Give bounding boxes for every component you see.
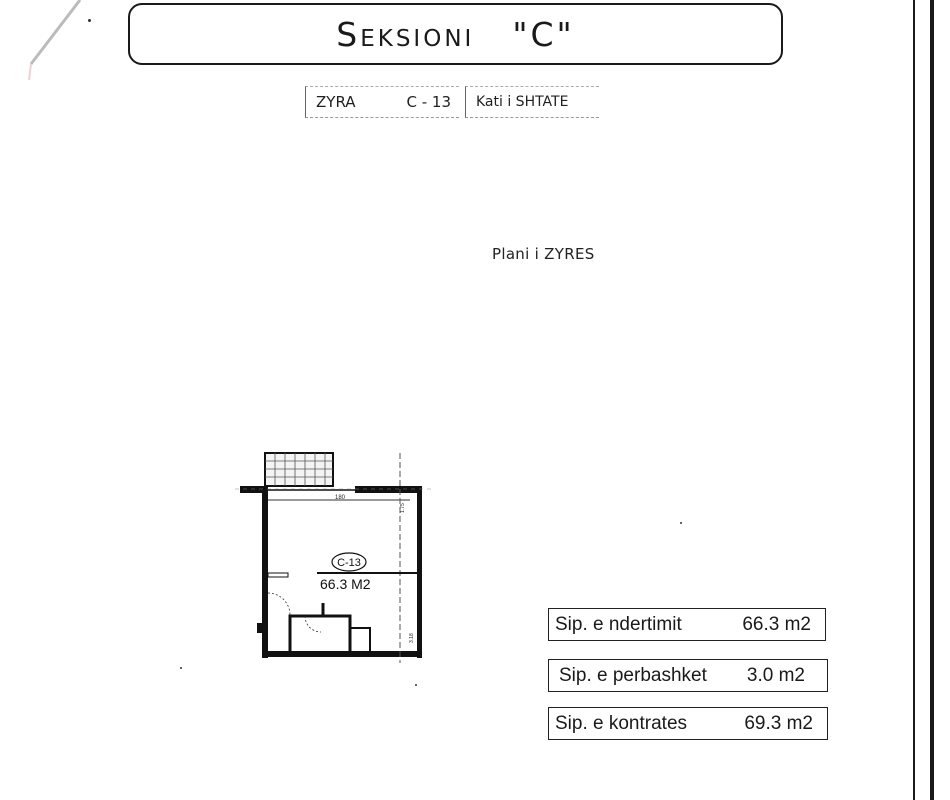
area-value: 3.0 m2 [746,664,805,686]
svg-text:180: 180 [335,495,346,501]
area-row-contract: Sip. e kontrates 69.3 m2 [548,707,828,740]
area-row-construction: Sip. e ndertimit 66.3 m2 [548,608,826,641]
scan-speck [680,522,682,524]
plan-area-label: 66.3 M2 [320,576,371,592]
floor-plan: 180 C-13 66.3 M2 1.75 3.18 [235,448,435,663]
area-value: 66.3 m2 [742,613,811,635]
section-title-box: Seksioni "C" [128,3,783,65]
scan-speck [88,19,91,22]
area-label: Sip. e perbashket [559,664,707,686]
area-label: Sip. e kontrates [555,712,688,734]
scan-speck [415,684,417,686]
scan-speck [180,667,182,669]
page-corner-fold [28,0,82,80]
unit-type-label: ZYRA [316,93,356,111]
unit-info-row: ZYRA C - 13 Kati i SHTATE [305,86,599,118]
page-border-thin [913,0,915,800]
section-title: Seksioni [336,14,475,54]
floor-label: Kati i SHTATE [476,94,569,110]
page-border-thick [930,0,934,800]
svg-text:3.18: 3.18 [409,633,415,643]
unit-id-box: ZYRA C - 13 [305,86,459,118]
floor-plan-drawing: 180 C-13 66.3 M2 1.75 3.18 [235,452,435,663]
svg-text:1.75: 1.75 [400,503,406,513]
unit-tag: C-13 [337,557,361,569]
plan-title: Plani i ZYRES [492,245,595,263]
section-letter: "C" [512,14,575,54]
area-value: 69.3 m2 [744,712,813,734]
area-row-shared: Sip. e perbashket 3.0 m2 [548,659,828,692]
area-label: Sip. e ndertimit [555,613,682,635]
unit-code: C - 13 [406,93,451,111]
floor-box: Kati i SHTATE [465,86,599,118]
